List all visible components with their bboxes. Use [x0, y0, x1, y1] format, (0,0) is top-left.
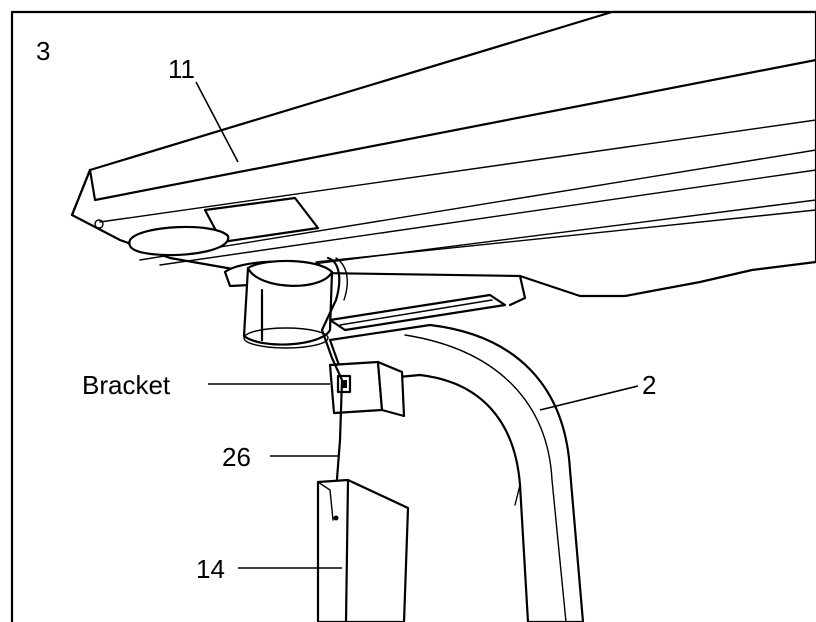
callout-26: 26 [222, 442, 251, 472]
callout-11: 11 [168, 54, 195, 84]
part-14-cover [316, 478, 410, 622]
cylinder-fitting [242, 259, 334, 349]
figure-frame [10, 10, 816, 622]
callout-bracket: Bracket [82, 370, 171, 400]
bracket [328, 360, 406, 418]
callout-2: 2 [642, 370, 656, 400]
part-2-upright [328, 323, 585, 622]
rail [328, 293, 507, 332]
bracket-screw [336, 374, 352, 394]
housing-recess-left [128, 225, 230, 257]
leader-2 [539, 385, 639, 411]
leader-11 [195, 81, 239, 163]
callout-14: 14 [196, 554, 225, 584]
step-number: 3 [36, 36, 50, 66]
part-26-wire [320, 256, 348, 494]
part-11-housing [70, 10, 816, 307]
housing-screw-hole [94, 219, 104, 229]
